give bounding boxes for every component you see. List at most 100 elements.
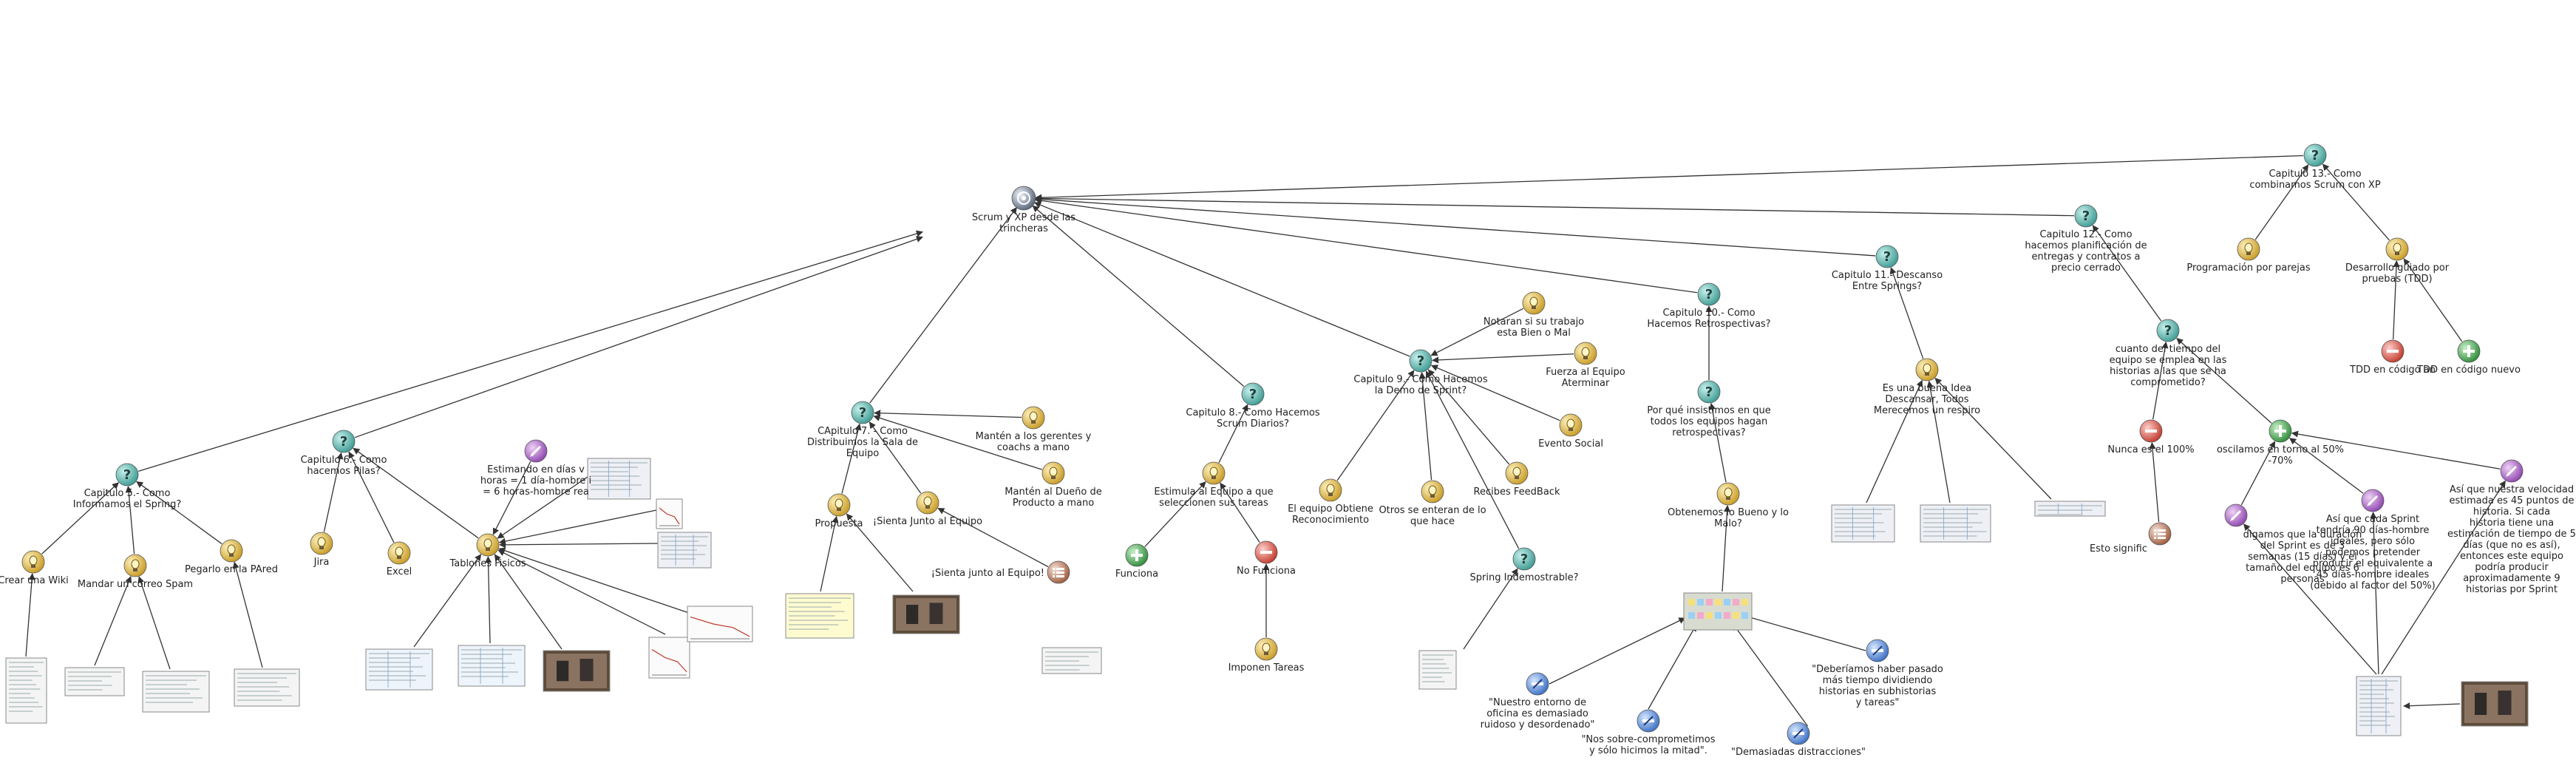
- node-idea-imponen-tareas[interactable]: Imponen Tareas: [1228, 637, 1305, 674]
- thumb-descanso-2[interactable]: [1920, 504, 1991, 543]
- node-con-tdd-codigo-antiguo[interactable]: TDD en código an: [2349, 339, 2436, 376]
- edge-c6-to-root: [354, 236, 923, 438]
- svg-text:?: ?: [1705, 384, 1713, 400]
- thumb-tablon-2[interactable]: [458, 645, 526, 687]
- thumb-propuesta[interactable]: [785, 593, 854, 639]
- node-idea-correo-spam[interactable]: Mandar un correo Spam: [78, 554, 193, 590]
- node-idea-tablones-fisicos[interactable]: Tablones Fisicos: [449, 533, 526, 569]
- edge-thumb-to-tablones: [494, 554, 563, 650]
- idea-propuesta-label: Propuesta: [815, 518, 863, 529]
- edge-thumb-to-asique: [2370, 512, 2379, 675]
- question-icon: ?: [2074, 204, 2098, 228]
- node-list-esto-significa[interactable]: Esto signific: [2090, 522, 2172, 555]
- node-idea-programacion-parejas[interactable]: Programación por parejas: [2186, 237, 2311, 274]
- thumb-cartas[interactable]: [2461, 681, 2529, 727]
- lightbulb-icon: [1574, 342, 1597, 365]
- node-idea-propuesta[interactable]: Propuesta: [815, 493, 863, 529]
- lightbulb-icon: [1505, 461, 1529, 485]
- edge-tddmal-to-tdd: [2393, 260, 2400, 340]
- thumb-pizarra[interactable]: [1683, 592, 1753, 631]
- thumb-correo[interactable]: [142, 671, 210, 713]
- thumb-burndown[interactable]: [656, 498, 683, 529]
- thumb-spam[interactable]: [64, 667, 125, 696]
- node-pro-tdd-codigo-nuevo[interactable]: TDD en código nuevo: [2416, 339, 2521, 376]
- thumb-pared[interactable]: [234, 668, 300, 707]
- node-idea-jira[interactable]: Jira: [310, 532, 333, 568]
- question-icon: ?: [851, 401, 874, 424]
- minus-icon: [1254, 540, 1278, 564]
- thumb-descanso-3[interactable]: [2034, 501, 2106, 517]
- idea-correo-spam-label: Mandar un correo Spam: [78, 579, 193, 590]
- node-idea-feedback[interactable]: Recibes FeedBack: [1474, 461, 1560, 498]
- node-list-sienta-junto-2[interactable]: ¡Sienta junto al Equipo!: [931, 560, 1070, 584]
- list-icon: [1047, 560, 1070, 584]
- thumb-grafico-1[interactable]: [648, 637, 690, 679]
- thumb-hoja[interactable]: [657, 532, 712, 569]
- note-distracciones-label: "Demasiadas distracciones": [1731, 747, 1866, 758]
- thumb-sienta[interactable]: [1041, 647, 1102, 674]
- thumb-tablon-1[interactable]: [365, 648, 433, 691]
- node-question-indemostrable[interactable]: ?Spring Indemostrable?: [1470, 547, 1579, 583]
- thumb-descanso-1[interactable]: [1831, 504, 1895, 543]
- thumb-sala-foto[interactable]: [892, 594, 960, 634]
- node-con-nunca-100[interactable]: Nunca es el 100%: [2107, 419, 2195, 455]
- node-idea-crear-wiki[interactable]: Crear una Wiki: [0, 550, 69, 586]
- svg-text:?: ?: [1520, 552, 1528, 567]
- lightbulb-icon: [476, 533, 500, 557]
- thumb-tablon-foto[interactable]: [543, 650, 611, 692]
- node-idea-sienta-junto-1[interactable]: ¡Sienta Junto al Equipo: [873, 491, 982, 527]
- node-pro-funciona[interactable]: Funciona: [1115, 543, 1158, 580]
- edge-c5-to-root: [138, 230, 923, 472]
- node-idea-evento-social[interactable]: Evento Social: [1538, 413, 1603, 450]
- lightbulb-icon: [1915, 358, 1939, 382]
- edge-indemostrable-to-c9: [1425, 370, 1520, 549]
- node-note-distracciones[interactable]: "Demasiadas distracciones": [1731, 722, 1866, 758]
- thumb-grafico-2[interactable]: [687, 606, 753, 642]
- node-con-no-funciona[interactable]: No Funciona: [1237, 540, 1296, 577]
- thumb-estimacion[interactable]: [587, 458, 651, 500]
- edge-c12-to-root: [1035, 194, 2075, 217]
- svg-text:?: ?: [1705, 287, 1713, 302]
- node-pro-oscilamos[interactable]: oscilamos en torno al 50%-70%: [2217, 419, 2344, 467]
- thumb-velocidad-hoja[interactable]: [2356, 676, 2402, 736]
- node-idea-excel[interactable]: Excel: [387, 541, 412, 577]
- thumb-wiki[interactable]: [5, 657, 47, 724]
- thumb-indemostrable[interactable]: [1418, 650, 1457, 690]
- node-idea-pegarlo-pared[interactable]: Pegarlo en la PAred: [185, 539, 278, 575]
